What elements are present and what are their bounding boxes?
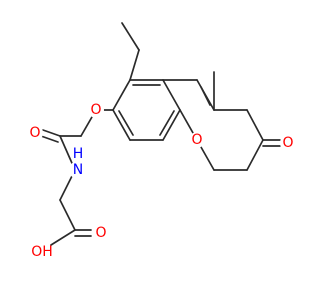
bond-layer xyxy=(40,22,281,246)
bond-ring-b2-inner xyxy=(200,86,211,106)
bond-ring-a3 xyxy=(162,109,181,141)
ether-oxygen-bg xyxy=(88,102,104,118)
ring-oxygen: O xyxy=(191,132,202,148)
lactone-oxygen: O xyxy=(282,135,293,151)
bond-acid-oh xyxy=(50,229,76,246)
amide-nitrogen-bg xyxy=(69,161,87,179)
ring-oxygen-bg xyxy=(189,132,205,148)
amide-oxygen-bg xyxy=(27,125,43,141)
bond-ring-a2 xyxy=(162,79,181,111)
bond-ring-a3-inner xyxy=(159,110,175,136)
bond-ring-a5 xyxy=(112,109,131,141)
structure-svg: O O O O N H OH O xyxy=(27,22,296,262)
bond-ethyl-ch3 xyxy=(121,22,140,51)
atom-layer: O O O O N H OH O xyxy=(27,102,296,262)
bond-ring-a6 xyxy=(112,79,131,111)
ether-oxygen: O xyxy=(90,102,101,118)
bond-amide-co-2 xyxy=(40,135,59,143)
acid-oxygen: O xyxy=(95,225,106,241)
molecule-diagram: O O O O N H OH O xyxy=(27,22,296,262)
acid-oxygen-bg xyxy=(93,225,109,241)
bond-amide-co-1 xyxy=(42,129,61,137)
amide-nitrogen: N xyxy=(73,162,83,178)
bond-ring-b4 xyxy=(246,109,264,141)
bond-ring-b5 xyxy=(246,139,264,171)
bond-ring-a5-inner xyxy=(118,110,134,136)
acid-hydroxyl: OH xyxy=(31,244,53,260)
bond-ethyl-ch2 xyxy=(129,49,140,81)
amide-oxygen: O xyxy=(29,125,40,141)
acid-oh-bg xyxy=(32,242,52,262)
amide-hydrogen: H xyxy=(73,146,84,162)
bond-ch2-acid xyxy=(59,199,76,231)
lactone-oxygen-bg xyxy=(280,135,296,151)
